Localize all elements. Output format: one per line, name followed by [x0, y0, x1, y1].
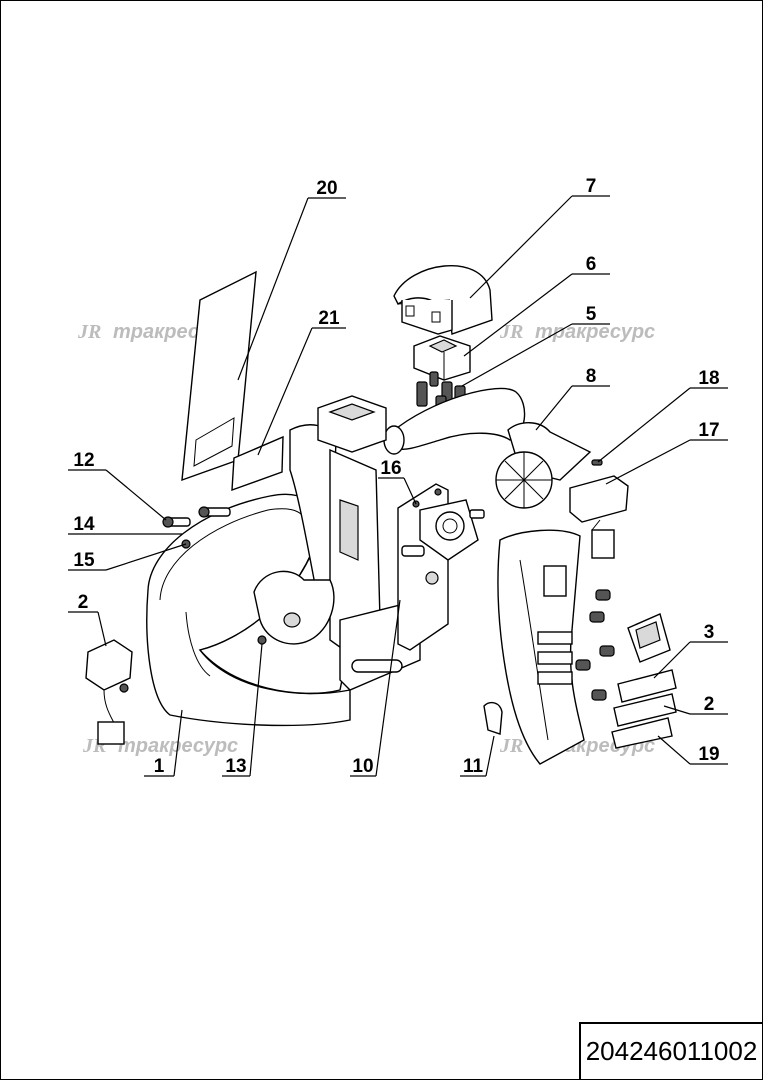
callout-2-right: 2 [704, 694, 715, 715]
callout-12: 12 [73, 450, 94, 471]
part-17-connector [569, 475, 629, 559]
callout-5: 5 [586, 304, 597, 325]
callout-15: 15 [73, 550, 95, 571]
watermark-text: тракресурс [535, 321, 655, 343]
part-8-lever [495, 422, 592, 509]
inner-frame [289, 395, 421, 691]
part-3-button-strip [617, 669, 677, 703]
callout-1: 1 [154, 756, 165, 777]
part-13-stud [253, 570, 335, 645]
part-20-decal [181, 270, 257, 482]
callout-17: 17 [698, 420, 719, 441]
part-16-control-unit [397, 483, 485, 651]
callout-14: 14 [73, 514, 95, 535]
part-6-switch-block [413, 335, 471, 381]
callout-19: 19 [698, 744, 719, 765]
callout-18: 18 [698, 368, 719, 389]
callout-16: 16 [380, 458, 401, 479]
part-7-top-cover [393, 265, 493, 335]
watermark-logo: JR [499, 735, 523, 757]
part-springs-right [575, 589, 615, 701]
part-19-button-strip [611, 717, 673, 749]
watermark-logo: JR [499, 321, 523, 343]
callout-10: 10 [352, 756, 373, 777]
part-2-button-strip [613, 693, 677, 727]
part-2-switch [85, 639, 133, 745]
leader-lines [68, 195, 728, 777]
part-21-plate [231, 435, 284, 492]
callout-6: 6 [586, 254, 597, 275]
part-button-cap [627, 613, 671, 663]
callout-labels: 20 21 7 6 5 8 18 17 16 12 14 15 2 1 13 1… [73, 176, 719, 777]
callout-11: 11 [463, 756, 484, 777]
callout-13: 13 [225, 756, 246, 777]
part-12-pin [162, 516, 191, 528]
callout-3: 3 [704, 622, 715, 643]
callout-7: 7 [586, 176, 597, 197]
callout-8: 8 [586, 366, 597, 387]
watermark-top-right: JR тракресурс [499, 321, 655, 343]
callout-2-left: 2 [78, 592, 89, 613]
document-number: 204246011002 [579, 1022, 762, 1079]
handle-bar [383, 387, 526, 455]
part-14-pin [198, 506, 231, 518]
callout-21: 21 [318, 308, 340, 329]
watermark-logo: JR [77, 321, 101, 343]
callout-20: 20 [316, 178, 337, 199]
part-11-right-housing [483, 529, 585, 765]
